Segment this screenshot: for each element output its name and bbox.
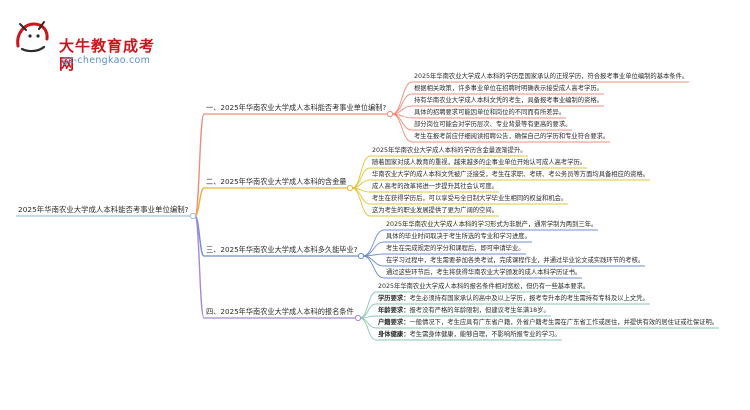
- leaf-3-2: 具体的毕业时间取决于考生所选的专业和学习进度。: [386, 233, 531, 240]
- leaf-4-3-prefix: 年龄要求：: [378, 307, 410, 314]
- leaf-3-3: 考生在完成规定的学分和课程后，即可申请毕业。: [386, 245, 525, 252]
- leaf-2-2: 随着国家对成人教育的重视，越来越多的企事业单位开始认可成人高考学历。: [372, 159, 587, 166]
- node-underlines: [16, 81, 719, 341]
- leaf-4-2-prefix: 学历要求：: [378, 295, 410, 302]
- branch-1-to-leaf-1-curve: [391, 81, 413, 115]
- connector-curves: [194, 81, 413, 341]
- branch-3-collapse-dot[interactable]: [357, 252, 365, 260]
- branch-1-to-leaf-6-curve: [391, 113, 413, 143]
- root-to-branch-1-curve: [194, 113, 205, 217]
- branch-2-label: 二、2025年华南农业大学成人本科的含金量: [206, 177, 347, 186]
- branch-1-collapse-dot[interactable]: [386, 110, 394, 118]
- leaf-1-1: 2025年华南农业大学成人本科的学历是国家承认的正规学历，符合报考事业单位编制的…: [414, 73, 689, 80]
- leaf-2-5: 考生在获得学历后，可以享受与全日制大学毕业生相同的权益和机会。: [372, 195, 568, 202]
- leaf-3-5: 通过这些环节后，考生将获得华南农业大学颁发的成人本科学历证书。: [386, 269, 582, 276]
- site-title: 大牛教育成考网: [59, 37, 156, 73]
- root-collapse-dot[interactable]: [189, 212, 197, 220]
- branch-2-collapse-dot[interactable]: [346, 184, 354, 192]
- leaf-4-4-prefix: 户籍要求：: [378, 319, 410, 326]
- leaf-1-5: 部分岗位可能会对学历层次、专业背景等有更高的要求。: [414, 121, 572, 128]
- leaf-2-3: 华南农业大学的成人本科文凭被广泛接受，考生在求职、考研、考公务员等方面均具备相应…: [372, 171, 650, 178]
- branch-2-to-leaf-6-curve: [351, 187, 371, 217]
- leaf-4-5-prefix: 身体健康：: [378, 331, 410, 338]
- branch-3-to-leaf-4-curve: [362, 255, 385, 267]
- leaf-3-4: 在学习过程中，考生需要参加各类考试，完成课程作业，并通过毕业论文或实践环节的考核…: [386, 257, 645, 264]
- leaf-4-2: 学历要求：考生必须持有国家承认的高中及以上学历，报考专升本的考生需持有专科及以上…: [378, 295, 649, 302]
- leaf-1-2: 根据相关政策，许多事业单位在招聘时明确表示接受成人高考学历。: [414, 85, 603, 92]
- leaf-3-1: 2025年华南农业大学成人本科的学习形式为非脱产，通常学制为两到三年。: [386, 221, 598, 228]
- leaf-1-4: 具体的招聘要求可能因单位和岗位的不同而有所差异。: [414, 109, 566, 116]
- branch-4-collapse-dot[interactable]: [354, 314, 362, 322]
- branch-1-label: 一、2025年华南农业大学成人本科能否考事业单位编制?: [206, 103, 387, 112]
- site-logo[interactable]: 大牛教育成考网 gz-chengkao.com: [10, 16, 160, 73]
- leaf-4-3: 年龄要求：报考没有严格的年龄限制，但建议考生年满18岁。: [378, 307, 550, 314]
- branch-2-to-leaf-1-curve: [351, 155, 371, 189]
- root-to-branch-4-curve: [194, 215, 205, 319]
- branch-3-to-leaf-1-curve: [362, 229, 385, 257]
- branch-3-to-leaf-5-curve: [362, 255, 385, 279]
- leaf-2-1: 2025年华南农业大学成人本科的学历含金量逐渐提升。: [372, 147, 527, 154]
- root-to-branch-2-curve: [194, 187, 205, 217]
- branch-4-label: 四、2025年华南农业大学成人本科的报名条件: [206, 307, 354, 316]
- branch-3-label: 三、2025年华南农业大学成人本科多久能毕业?: [206, 245, 358, 254]
- bull-mascot-icon: [16, 21, 49, 53]
- leaf-4-1: 2025年华南农业大学成人本科的报名条件相对宽松，但仍有一些基本要求。: [378, 283, 590, 290]
- branch-4-to-leaf-5-curve: [359, 317, 377, 341]
- leaf-2-4: 成人高考的改革将进一步提升其社会认可度。: [372, 183, 498, 190]
- leaf-4-5: 身体健康：考生需身体健康，能够自理，不影响所报专业的学习。: [378, 331, 561, 338]
- site-url[interactable]: gz-chengkao.com: [62, 55, 151, 66]
- root-topic: 2025年华南农业大学成人本科能否考事业单位编制?: [18, 205, 189, 214]
- leaf-2-6: 这为考生的职业发展提供了更为广阔的空间。: [372, 207, 498, 214]
- node-dots: [189, 110, 394, 322]
- leaf-1-3: 持有华南农业大学成人本科文凭的考生，具备报考事业编制的资格。: [414, 97, 603, 104]
- leaf-1-6: 考生在报考前应仔细阅读招聘公告，确保自己的学历和专业符合要求。: [414, 133, 610, 140]
- leaf-4-4: 户籍要求：一般情况下，考生应具有广东省户籍，外省户籍考生需在广东省工作或居住，并…: [378, 319, 719, 326]
